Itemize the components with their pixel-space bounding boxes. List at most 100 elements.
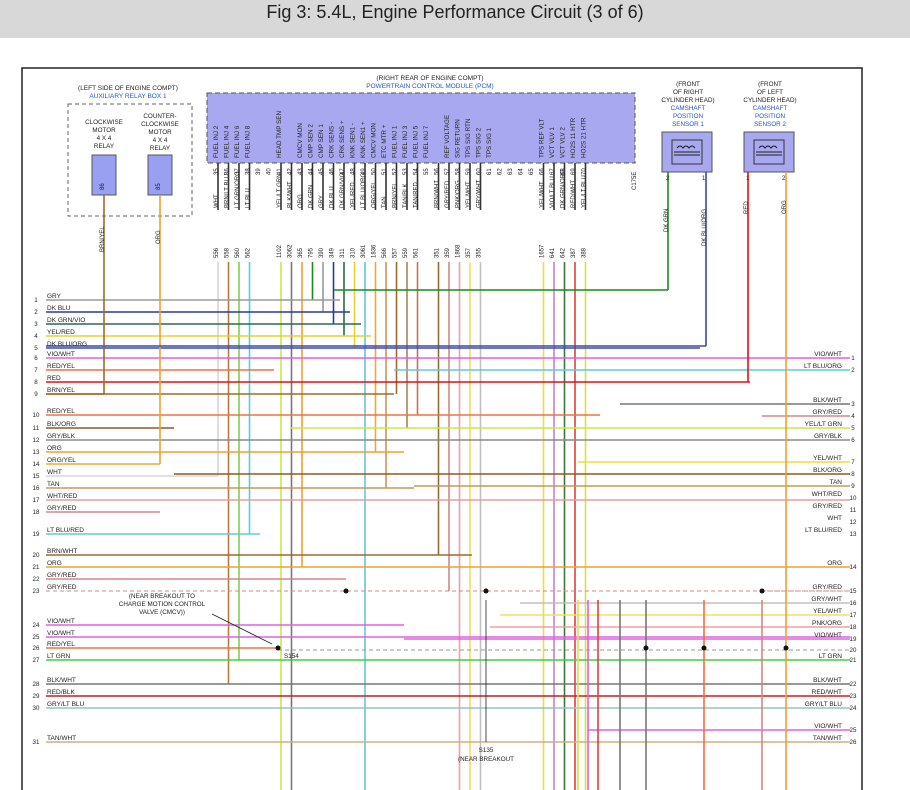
left-wire-number: 27 [33, 657, 40, 664]
cmp2-pin: 2 [782, 176, 786, 182]
pcm-pin-wire-color: GRY [319, 195, 325, 208]
left-wire-label: RED/BLK [47, 689, 75, 696]
cmp1-wire-color: DK GRN [664, 209, 670, 232]
left-wire-label: DK BLU [47, 305, 71, 312]
right-wire-number: 1 [851, 355, 855, 362]
pcm-pin-wire-color: ORG [298, 194, 304, 208]
right-wire-number: 20 [850, 647, 857, 654]
left-wire-label: TAN/WHT [47, 735, 76, 742]
pcm-pin-circuit: 349 [330, 247, 336, 258]
left-wire-number: 19 [33, 531, 40, 538]
right-wire-number: 6 [851, 437, 855, 444]
pcm-pin-number: 60 [477, 168, 483, 175]
pcm-pin-wire-color: RED/WHT [571, 180, 577, 208]
pcm-pin-number: 54 [414, 168, 420, 175]
left-wire-number: 25 [33, 634, 40, 641]
pcm-pin-number: 49 [361, 168, 367, 175]
pcm-pin-label: KNK SEN1 - [350, 123, 357, 158]
pcm-pin-label: SIG RETURN [455, 119, 462, 158]
left-wire-number: 22 [33, 576, 40, 583]
splice-dot [343, 588, 349, 594]
relay-box-location: (LEFT SIDE OF ENGINE COMPT) [78, 85, 178, 92]
pcm-pin-label: FUEL INJ 4 [224, 125, 231, 158]
pcm-pin-label: FUEL INJ 2 [213, 125, 220, 158]
pcm-pin-number: 69 [571, 168, 577, 175]
diagram-frame [21, 67, 863, 790]
left-wire-label: ORG [47, 445, 62, 452]
right-wire-label: PNK/ORG [812, 620, 842, 627]
cmp1-name-line: CAMSHAFT [671, 105, 706, 112]
left-wire-number: 2 [34, 309, 38, 316]
pcm-pin-label: FUEL INJ 3 [402, 125, 409, 158]
cmcv-note-line: VALVE (CMCV)) [139, 609, 185, 616]
title-bar: Fig 3: 5.4L, Engine Performance Circuit … [0, 0, 910, 38]
right-wire-number: 11 [850, 507, 857, 514]
pcm-pin-wire-color: YEL/RED [351, 182, 357, 208]
left-wire-number: 12 [33, 437, 40, 444]
pcm-pin-circuit: 311 [340, 248, 346, 258]
left-wire-number: 13 [33, 449, 40, 456]
left-wire-label: BLK/ORG [47, 421, 76, 428]
pcm-pin-circuit: 390 [319, 247, 325, 258]
pcm-pin-circuit: 310 [351, 247, 357, 258]
pcm-pin-label: HO2S 11 HTR [570, 117, 577, 158]
left-wire-label: TAN [47, 481, 60, 488]
pcm-pin-number: 47 [340, 168, 346, 175]
pcm-pin-wire-color: GRY/WHT [477, 179, 483, 208]
left-wire-label: GRY/BLK [47, 433, 76, 440]
right-wire-label: TAN/WHT [813, 735, 842, 742]
right-wire-label: LT BLU/RED [805, 527, 842, 534]
pcm-pin-label: TPS SIG 2 [476, 127, 483, 158]
right-wire-number: 22 [850, 681, 857, 688]
auxiliary-relay-box: (LEFT SIDE OF ENGINE COMPT) AUXILIARY RE… [67, 85, 193, 217]
right-wire-label: ORG [827, 560, 842, 567]
relay2-pin: 85 [156, 183, 162, 190]
cmp1-pin: 1 [702, 176, 706, 182]
cmcv-note-line: (NEAR BREAKOUT TO [129, 593, 195, 600]
pcm-pin-circuit: 557 [393, 247, 399, 258]
pcm-pin-circuit: 562 [246, 247, 252, 258]
pcm-pin-number: 58 [456, 168, 462, 175]
pcm-pin-circuit: 388 [582, 247, 588, 258]
pcm-pin-circuit: 566 [382, 247, 388, 258]
pcm-pin-number: 40 [267, 168, 273, 175]
pcm-pin-wire-color: DK GRN/VIO [340, 172, 346, 208]
pcm-pin-number: 46 [330, 168, 336, 175]
figure-title: Fig 3: 5.4L, Engine Performance Circuit … [266, 2, 644, 22]
pcm-pin-circuit: 561 [414, 247, 420, 258]
right-wire-label: GRY/WHT [811, 596, 842, 603]
left-wire-label: GRY/RED [47, 584, 77, 591]
left-wire-label: GRY/LT BLU [47, 701, 85, 708]
pcm-pin-number: 64 [519, 168, 525, 175]
right-wire-number: 24 [850, 705, 857, 712]
pcm-pin-label: CRK SENS - [329, 122, 336, 158]
pcm-pin-circuit: 357 [466, 247, 472, 258]
pcm-pin-circuit: 355 [477, 247, 483, 258]
pcm-pin-number: 61 [487, 168, 493, 175]
right-wire-number: 3 [851, 401, 855, 408]
left-wire-number: 16 [33, 485, 40, 492]
pcm-pin-wire-color: VIO/LT BLU [550, 176, 556, 208]
right-wire-label: TAN [829, 479, 842, 486]
pcm-pin-circuit: 387 [571, 247, 577, 258]
left-wire-label: BRN/YEL [47, 387, 75, 394]
right-wire-number: 16 [850, 600, 857, 607]
right-wire-label: GRY/RED [813, 584, 843, 591]
left-wire-label: BRN/WHT [47, 548, 77, 555]
pcm-pin-number: 56 [435, 168, 441, 175]
s154-label: S154 [284, 653, 299, 660]
left-wire-label: ORG/YEL [47, 457, 76, 464]
right-wire-number: 10 [850, 495, 857, 502]
pcm-pin-wire-color: PNK/ORG [456, 180, 462, 208]
cmp1-location-line: (FRONT [676, 81, 700, 88]
pcm-pin-label: CMP SEN 2 [308, 124, 315, 158]
left-wire-number: 26 [33, 645, 40, 652]
pcm-pin-wire-color: WHT [214, 194, 220, 208]
pcm-pin-number: 50 [372, 168, 378, 175]
pcm-pin-wire-color: YEL/WHT [466, 181, 472, 208]
right-wire-label: WHT [827, 515, 842, 522]
left-wire-number: 6 [34, 355, 38, 362]
